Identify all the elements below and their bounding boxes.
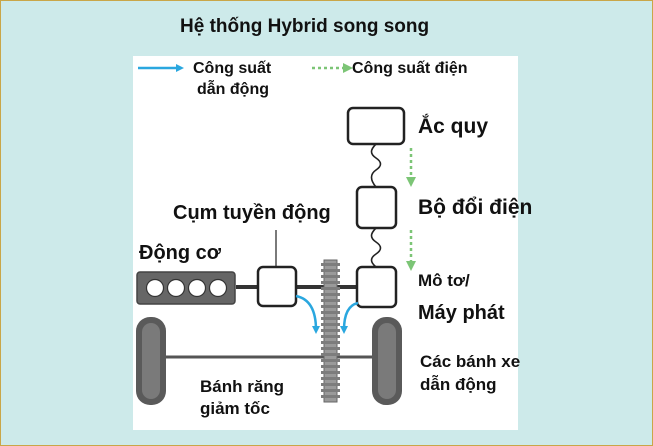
- battery-box: [346, 106, 406, 146]
- motor-label-1: Mô tơ/: [418, 271, 470, 290]
- gear-tooth: [321, 281, 340, 284]
- engine-label: Động cơ: [139, 242, 221, 264]
- gear-tooth: [321, 353, 340, 356]
- legend-electrical-label: Công suất điện: [352, 60, 468, 77]
- gear-tooth: [321, 293, 340, 296]
- gear-tooth: [321, 389, 340, 392]
- gear-tooth: [321, 341, 340, 344]
- gear-tooth: [321, 263, 340, 266]
- gear-tooth: [321, 347, 340, 350]
- wheels-label-2: dẫn động: [420, 375, 497, 394]
- gear-tooth: [321, 323, 340, 326]
- power-split-device: [256, 265, 298, 308]
- cable-inverter-motor: [370, 227, 382, 268]
- inverter-box: [355, 185, 398, 230]
- gear-tooth: [321, 311, 340, 314]
- gear-tooth: [321, 377, 340, 380]
- gear-tooth: [321, 371, 340, 374]
- gear-tooth: [321, 275, 340, 278]
- gear-tooth: [321, 335, 340, 338]
- gear-tooth: [321, 395, 340, 398]
- gear-tooth: [321, 287, 340, 290]
- mechanical-arrow-motor: [340, 301, 359, 334]
- power-split-label: Cụm tuyền động: [173, 202, 331, 224]
- gear-tooth: [321, 317, 340, 320]
- gear-tooth: [321, 305, 340, 308]
- battery-label: Ắc quy: [418, 115, 489, 138]
- engine: [136, 271, 236, 305]
- cable-battery-inverter: [370, 143, 382, 188]
- gear-tooth: [321, 365, 340, 368]
- gear-tooth: [321, 329, 340, 332]
- legend-mechanical-label-1: Công suất: [193, 60, 272, 77]
- reduction-gear: [321, 259, 340, 403]
- gear-tooth: [321, 299, 340, 302]
- gear-label-2: giảm tốc: [200, 399, 270, 418]
- motor-label-2: Máy phát: [418, 302, 505, 324]
- gear-tooth: [321, 359, 340, 362]
- legend-mechanical-label-2: dẫn động: [197, 81, 269, 98]
- gear-tooth: [321, 383, 340, 386]
- wheels-label-1: Các bánh xe: [420, 352, 521, 371]
- inverter-label: Bộ đổi điện: [418, 196, 533, 219]
- gear-label-1: Bánh răng: [200, 377, 285, 396]
- diagram-title: Hệ thống Hybrid song song: [180, 16, 430, 37]
- gear-tooth: [321, 269, 340, 272]
- motor-generator: [355, 265, 398, 309]
- mechanical-arrow-engine: [295, 294, 320, 334]
